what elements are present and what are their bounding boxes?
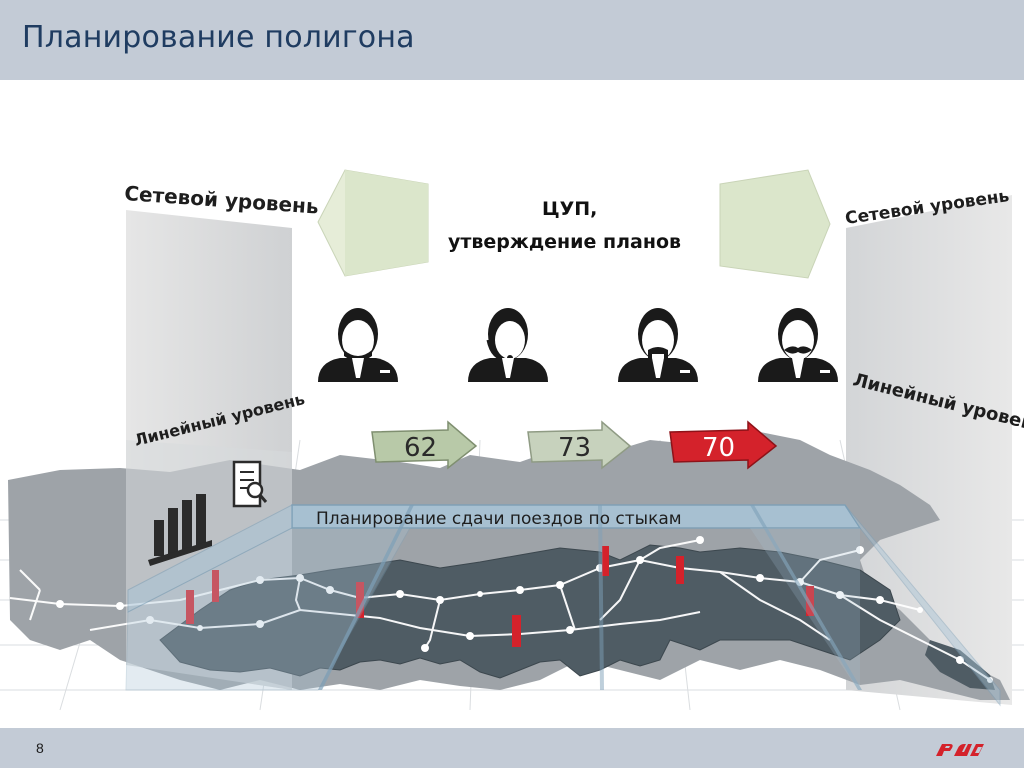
right-wall-panel — [846, 195, 1012, 705]
railway-stations — [56, 536, 993, 683]
dispatcher-headset-icon — [468, 308, 548, 382]
junction-planes — [125, 504, 1001, 707]
header-line2: утверждение планов — [448, 231, 681, 253]
document-search-icon — [232, 460, 268, 508]
title-bar — [0, 0, 1024, 80]
flow-arrow-3-value: 70 — [702, 433, 735, 463]
dispatcher-mustache-icon — [758, 308, 838, 382]
flow-arrow-2-value: 73 — [558, 433, 591, 463]
page-number: 8 — [36, 740, 44, 756]
region-map — [159, 544, 901, 679]
bar-chart-icon — [148, 494, 212, 566]
rzd-logo — [936, 744, 984, 756]
flow-arrow-3 — [669, 420, 778, 470]
header-line1: ЦУП, — [542, 198, 597, 220]
footer-bar — [0, 728, 1024, 768]
flow-arrow-1-value: 62 — [404, 433, 437, 463]
flow-arrow-2 — [527, 420, 632, 470]
left-header-arrow-tail — [345, 170, 428, 276]
region-map-east — [925, 640, 995, 690]
page-title: Планирование полигона — [22, 20, 415, 55]
strip-label: Планирование сдачи поездов по стыкам — [316, 509, 682, 529]
right-header-arrow — [719, 169, 831, 279]
dispatcher-icon — [318, 308, 398, 382]
flow-arrow-1 — [371, 420, 478, 470]
dispatcher-mustache-icon — [618, 308, 698, 382]
